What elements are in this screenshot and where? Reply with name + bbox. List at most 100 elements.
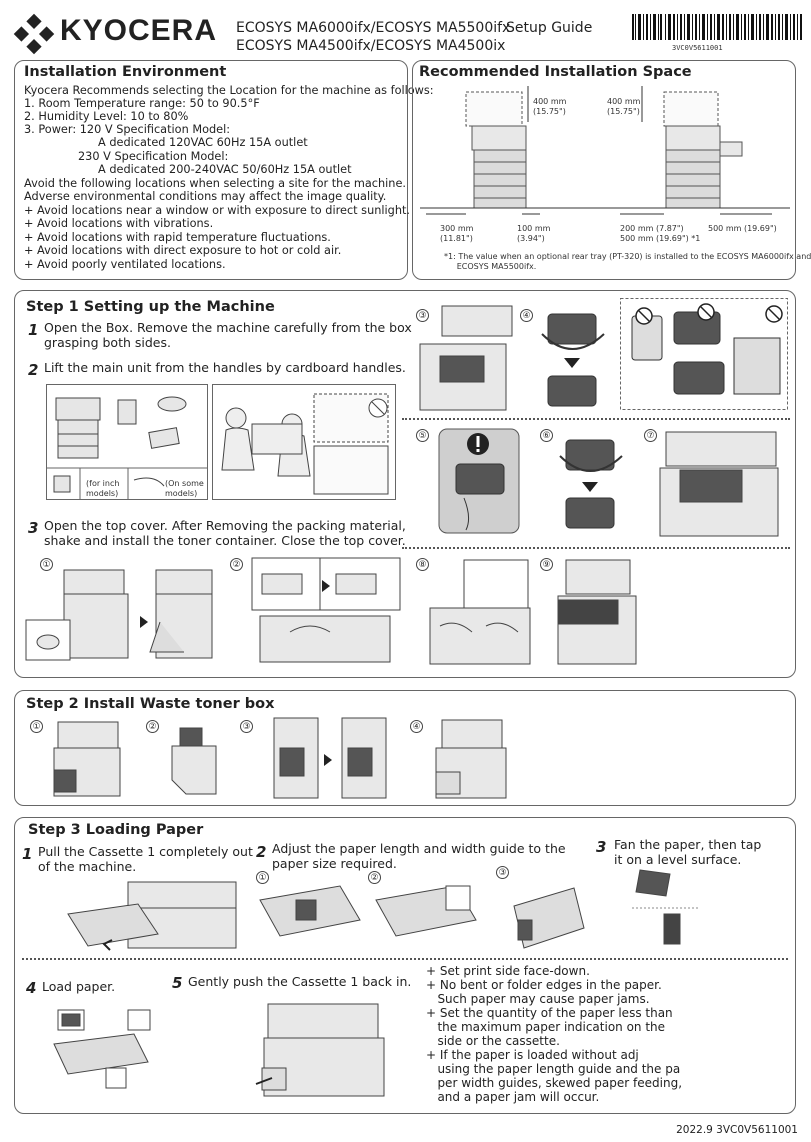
model-line-2: ECOSYS MA4500ifx/ECOSYS MA4500ix	[236, 38, 506, 54]
installation-space-panel	[412, 60, 796, 280]
lifting-illustration	[212, 384, 396, 500]
env-line: + Avoid locations with rapid temperature…	[24, 231, 331, 244]
step1-divider	[402, 547, 790, 549]
waste-box-illustration	[171, 727, 217, 795]
env-line: 2. Humidity Level: 10 to 80%	[24, 110, 189, 123]
env-line: Avoid the following locations when selec…	[24, 177, 406, 190]
substep-circle-1: ①	[40, 558, 53, 571]
box-contents-illustration	[46, 384, 208, 500]
footer-code: 2022.9 3VC0V5611001	[676, 1124, 798, 1136]
step3-substep-text: Gently push the Cassette 1 back in.	[188, 974, 412, 989]
step1-substep-text: Open the Box. Remove the machine careful…	[44, 320, 412, 350]
push-cassette-illustration	[255, 1003, 385, 1097]
step2-open-cover-illustration	[53, 721, 121, 797]
load-paper-notes: + Set print side face-down. + No bent or…	[426, 964, 683, 1104]
space-top-right-label: 400 mm (15.75")	[607, 97, 641, 116]
env-line: + Avoid locations with direct exposure t…	[24, 244, 342, 257]
env-line: + Avoid locations near a window or with …	[24, 204, 411, 217]
step3-circle-3: ③	[496, 866, 509, 879]
step3-title: Step 3 Loading Paper	[28, 822, 204, 838]
step3-circle-2: ②	[368, 871, 381, 884]
step3-panel	[14, 817, 796, 1114]
substep-circle-7: ⑦	[644, 429, 657, 442]
open-cover-illustration	[25, 569, 213, 661]
step3-substep-number: 3	[596, 838, 607, 856]
barcode	[632, 14, 802, 40]
barcode-number: 3VC0V5611001	[672, 44, 723, 52]
install-toner-illustration	[419, 305, 513, 411]
step1-panel	[14, 290, 796, 678]
env-line: 230 V Specification Model:	[78, 150, 229, 163]
substep-circle-2: ②	[230, 558, 243, 571]
substep-circle-9: ⑨	[540, 558, 553, 571]
fan-paper-illustration	[632, 869, 698, 945]
model-line-1: ECOSYS MA6000ifx/ECOSYS MA5500ifx	[236, 20, 511, 36]
env-line: Adverse environmental conditions may aff…	[24, 190, 387, 203]
step1-substep-number: 3	[28, 519, 39, 537]
shake-toner-again-illustration	[559, 439, 623, 529]
remove-packing-illustration	[251, 557, 401, 663]
inch-model-note: (for inch models)	[86, 479, 120, 498]
close-cover-illustration	[557, 559, 637, 665]
step3-substep-text: Load paper.	[42, 979, 116, 994]
kyocera-logo-mark	[13, 13, 55, 55]
substep-circle-5: ⑤	[416, 429, 429, 442]
env-line: 3. Power: 120 V Specification Model:	[24, 123, 231, 136]
env-line: + Avoid locations with vibrations.	[24, 217, 214, 230]
load-paper-illustration	[53, 1009, 151, 1089]
step3-substep-text: Pull the Cassette 1 completely out of th…	[38, 844, 253, 874]
installation-environment-panel	[14, 60, 408, 280]
toner-caution-illustration	[620, 298, 788, 410]
space-right-distance: 500 mm (19.69")	[708, 224, 777, 233]
step1-divider	[402, 418, 790, 420]
space-left-distance: 300 mm (11.81")	[440, 224, 474, 243]
step2-circle-2: ②	[146, 720, 159, 733]
env-line: A dedicated 200-240VAC 50/60Hz 15A outle…	[98, 163, 352, 176]
space-front-distance: 100 mm (3.94")	[517, 224, 551, 243]
step3-substep-number: 5	[172, 974, 183, 992]
step3-substep-number: 1	[22, 845, 33, 863]
step1-title: Step 1 Setting up the Machine	[26, 299, 275, 315]
step2-close-cover-illustration	[435, 719, 507, 799]
installation-environment-title: Installation Environment	[24, 64, 227, 80]
install-toner-hands-illustration	[429, 559, 531, 665]
substep-circle-6: ⑥	[540, 429, 553, 442]
env-line: Kyocera Recommends selecting the Locatio…	[24, 84, 434, 97]
step2-circle-4: ④	[410, 720, 423, 733]
step1-substep-text: Open the top cover. After Removing the p…	[44, 518, 406, 548]
adjust-guide-1-illustration	[259, 885, 361, 937]
doc-type: Setup Guide	[506, 20, 593, 36]
space-footnote: *1: The value when an optional rear tray…	[444, 252, 811, 271]
step3-substep-number: 4	[26, 979, 37, 997]
step2-circle-1: ①	[30, 720, 43, 733]
env-line: 1. Room Temperature range: 50 to 90.5°F	[24, 97, 260, 110]
step3-circle-1: ①	[256, 871, 269, 884]
some-model-note: (On some models)	[165, 479, 204, 498]
step1-substep-number: 1	[28, 321, 39, 339]
env-line: + Avoid poorly ventilated locations.	[24, 258, 226, 271]
space-rear-distance: 200 mm (7.87") 500 mm (19.69") *1	[620, 224, 701, 243]
step2-circle-3: ③	[240, 720, 253, 733]
adjust-guide-2-illustration	[375, 885, 477, 937]
step1-substep-text: Lift the main unit from the handles by c…	[44, 360, 406, 375]
substep-circle-3: ③	[416, 309, 429, 322]
step1-substep-number: 2	[28, 361, 39, 379]
shake-toner-illustration	[541, 313, 605, 407]
substep-circle-4: ④	[520, 309, 533, 322]
adjust-guide-3-illustration	[513, 887, 585, 949]
step3-divider	[22, 958, 788, 960]
step3-substep-number: 2	[256, 843, 267, 861]
step3-substep-text: Fan the paper, then tap it on a level su…	[614, 837, 762, 867]
step2-panel	[14, 690, 796, 806]
step2-title: Step 2 Install Waste toner box	[26, 696, 275, 712]
step2-install-box-illustration	[273, 717, 387, 799]
installation-space-diagram	[420, 86, 790, 215]
brand-name: KYOCERA	[60, 14, 218, 47]
substep-circle-8: ⑧	[416, 558, 429, 571]
installation-space-title: Recommended Installation Space	[419, 64, 692, 80]
space-top-left-label: 400 mm (15.75")	[533, 97, 567, 116]
pull-cassette-illustration	[67, 881, 237, 951]
env-line: A dedicated 120VAC 60Hz 15A outlet	[98, 136, 308, 149]
toner-warning-illustration	[438, 428, 520, 534]
step3-substep-text: Adjust the paper length and width guide …	[272, 841, 566, 871]
